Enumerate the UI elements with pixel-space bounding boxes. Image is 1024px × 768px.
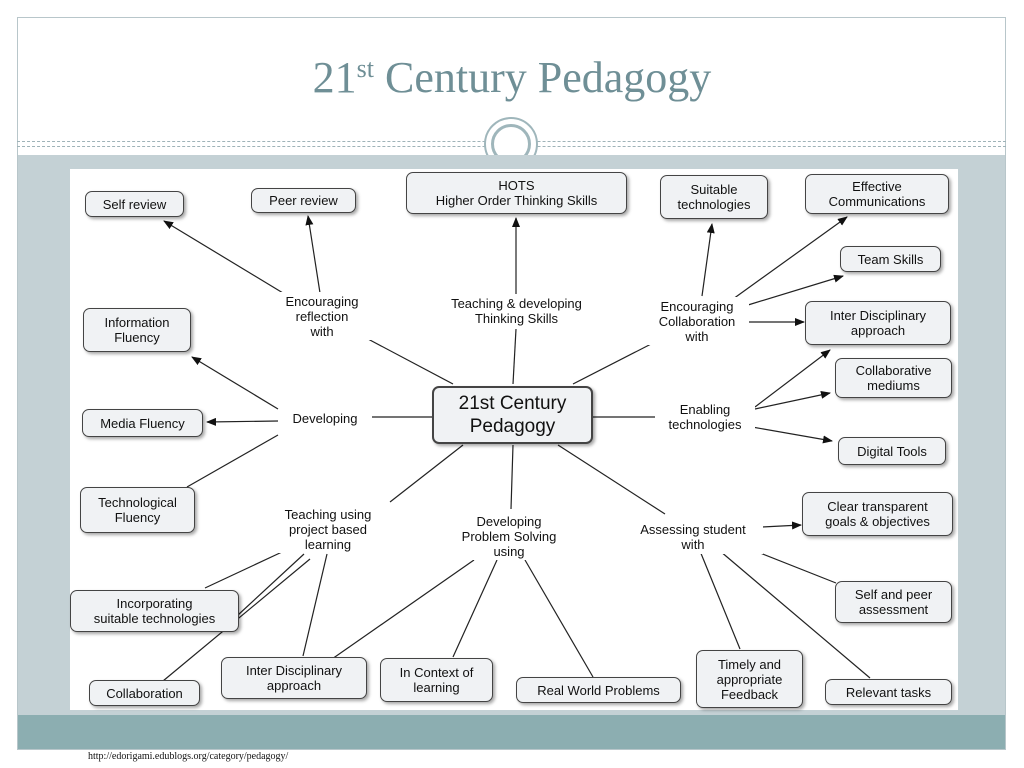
label-assessing-student: Assessing student with	[623, 520, 763, 554]
label-problem-solving: Developing Problem Solving using	[444, 512, 574, 560]
line-technological-fluency	[186, 434, 279, 488]
label-encouraging-reflection: Encouraging reflection with	[273, 292, 371, 340]
node-media-fluency: Media Fluency	[82, 409, 203, 437]
label-enabling-technologies: Enabling technologies	[655, 400, 755, 434]
node-effective-communications: Effective Communications	[805, 174, 949, 214]
node-relevant-tasks: Relevant tasks	[825, 679, 952, 705]
concept-map: 21st Century Pedagogy Encouraging reflec…	[70, 169, 958, 710]
arrow-self-review	[163, 220, 284, 294]
connector-center-project	[389, 444, 464, 503]
line-incorporating-1	[204, 551, 283, 589]
label-project-based: Teaching using project based learning	[267, 505, 389, 553]
node-information-fluency: Information Fluency	[83, 308, 191, 352]
arrow-digital-tools	[751, 426, 833, 444]
label-thinking-skills: Teaching & developing Thinking Skills	[425, 294, 608, 328]
arrow-information-fluency	[191, 356, 279, 410]
connector-center-thinking	[512, 328, 517, 385]
arrow-media-fluency	[206, 417, 279, 426]
arrow-clear-goals	[761, 521, 802, 530]
line-real-world	[524, 559, 594, 678]
arrow-peer-review	[305, 215, 321, 294]
footer-source-url: http://edorigami.edublogs.org/category/p…	[88, 751, 289, 762]
connector-center-problem	[510, 444, 514, 510]
title-main: 21	[312, 53, 357, 102]
node-timely-feedback: Timely and appropriate Feedback	[696, 650, 803, 708]
node-technological-fluency: Technological Fluency	[80, 487, 195, 533]
node-inter-disciplinary-top: Inter Disciplinary approach	[805, 301, 951, 345]
connector-center-assessing	[557, 444, 666, 515]
line-relevant-tasks	[719, 550, 871, 679]
line-inter-disciplinary-bottom	[302, 553, 328, 657]
node-self-review: Self review	[85, 191, 184, 217]
arrow-collaborative-mediums-2	[754, 390, 831, 410]
node-digital-tools: Digital Tools	[838, 437, 946, 465]
node-in-context: In Context of learning	[380, 658, 493, 702]
label-developing: Developing	[278, 409, 372, 427]
node-real-world-problems: Real World Problems	[516, 677, 681, 703]
line-timely-feedback	[699, 550, 741, 650]
node-hots: HOTS Higher Order Thinking Skills	[406, 172, 627, 214]
node-suitable-technologies: Suitable technologies	[660, 175, 768, 219]
connector-center-reflection	[367, 338, 454, 385]
line-incorporating-2	[237, 553, 305, 616]
line-in-context	[452, 559, 498, 658]
label-encouraging-collaboration: Encouraging Collaboration with	[645, 297, 749, 345]
node-team-skills: Team Skills	[840, 246, 941, 272]
title-rest: Century Pedagogy	[374, 53, 712, 102]
line-problem-inter	[331, 559, 475, 660]
node-collaboration: Collaboration	[89, 680, 200, 706]
node-clear-goals: Clear transparent goals & objectives	[802, 492, 953, 536]
title-superscript: st	[356, 54, 375, 83]
arrow-effective-communications	[732, 216, 848, 300]
node-collaborative-mediums: Collaborative mediums	[835, 358, 952, 398]
concept-map-connectors	[162, 215, 871, 682]
arrow-team-skills	[747, 274, 844, 306]
line-self-peer-assessment	[749, 548, 837, 584]
slide-title: 21st Century Pedagogy	[0, 52, 1024, 103]
connector-center-collaboration	[572, 341, 656, 385]
node-inter-disciplinary-bottom: Inter Disciplinary approach	[221, 657, 367, 699]
arrow-suitable-technologies	[701, 223, 715, 297]
center-node: 21st Century Pedagogy	[432, 386, 593, 444]
node-incorporating-technologies: Incorporating suitable technologies	[70, 590, 239, 632]
node-peer-review: Peer review	[251, 188, 356, 213]
node-self-peer-assessment: Self and peer assessment	[835, 581, 952, 623]
bottom-bar	[18, 715, 1005, 749]
arrow-collaborative-mediums	[754, 349, 831, 408]
